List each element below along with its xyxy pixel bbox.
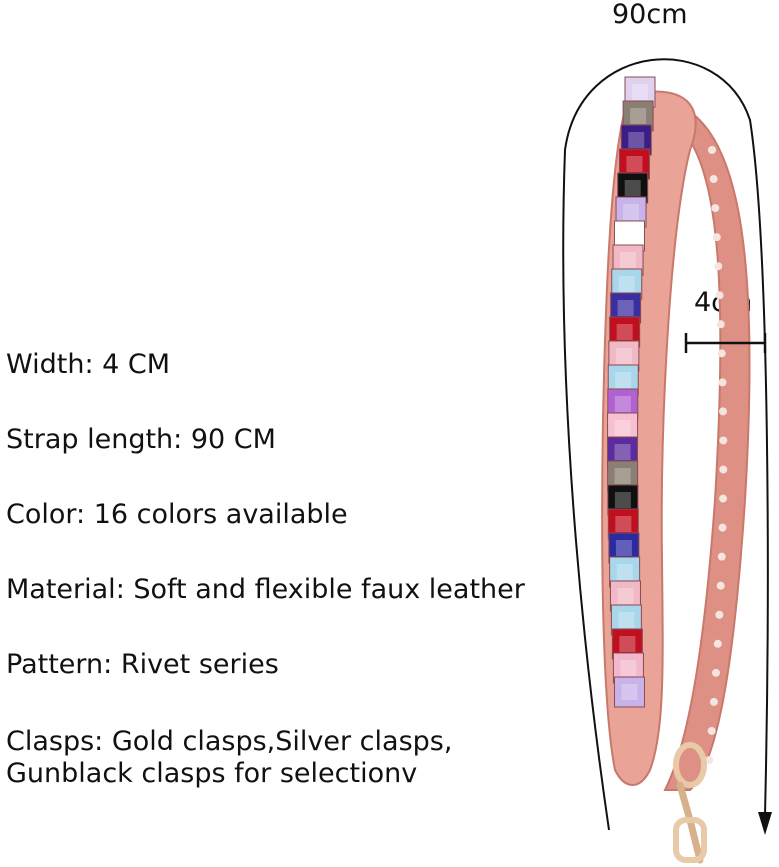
rivet-facet [618, 612, 635, 628]
strap-hole [715, 610, 724, 619]
rivet-facet [618, 276, 635, 292]
rivet-facet [614, 396, 631, 412]
strap-hole [719, 494, 728, 503]
strap-hole [711, 204, 720, 213]
rivet-facet [616, 324, 633, 340]
rivet-facet [623, 204, 640, 220]
rivet-facet [616, 564, 633, 580]
strap-hole [713, 639, 722, 648]
rivet-facet [630, 108, 647, 124]
strap-hole [708, 146, 716, 154]
rivet [614, 676, 646, 708]
rivet-row [606, 76, 656, 708]
rivet-facet [614, 492, 631, 508]
rivet-facet [615, 348, 632, 364]
strap-hole [714, 262, 723, 271]
rivet-facet [620, 660, 637, 676]
rivet-facet [620, 252, 637, 268]
spec-clasps-line1: Clasps: Gold clasps,Silver clasps, [6, 726, 453, 757]
rivet-facet [614, 444, 631, 460]
rivet-facet [624, 180, 641, 196]
strap-hole [709, 697, 718, 706]
rivet-facet [621, 684, 638, 700]
strap-hole [711, 668, 720, 677]
spec-color: Color: 16 colors available [6, 499, 348, 530]
strap-hole [709, 175, 718, 184]
strap-hole [716, 320, 725, 329]
spec-width: Width: 4 CM [6, 349, 171, 380]
strap-hole [719, 436, 728, 445]
strap-holes [705, 146, 728, 764]
strap-hole [717, 349, 726, 358]
spec-pattern: Pattern: Rivet series [6, 649, 279, 680]
spec-clasps-line2: Gunblack clasps for selectionv [6, 758, 418, 789]
rivet-facet [614, 468, 631, 484]
strap-hole [715, 291, 724, 300]
rivet-facet [632, 84, 648, 100]
rivet-facet [615, 516, 632, 532]
spec-strap-length: Strap length: 90 CM [6, 424, 276, 455]
spec-material: Material: Soft and flexible faux leather [6, 574, 525, 605]
clasp-hardware [673, 742, 707, 864]
rivet-facet [614, 420, 631, 436]
strap-back [658, 98, 751, 791]
strap-hole [712, 233, 721, 242]
rivet-facet [617, 300, 634, 316]
strap-hole [718, 378, 727, 387]
rivet-facet [615, 372, 632, 388]
length-arrow-head-icon [758, 812, 772, 835]
rivet-facet [615, 540, 632, 556]
strap-hole [719, 465, 728, 474]
strap-hole [718, 523, 727, 532]
length-dimension-label: 90cm [612, 0, 688, 30]
rivet-facet [626, 156, 643, 172]
rivet-facet [619, 636, 636, 652]
rivet-facet [617, 588, 634, 604]
strap-hole [707, 726, 716, 735]
rivet-facet [628, 132, 645, 148]
strap-hole [716, 581, 725, 590]
width-dimension-bar [684, 333, 767, 353]
strap-hole [705, 756, 714, 764]
length-dimension-line [562, 58, 769, 831]
rivet-facet [621, 228, 638, 244]
strap-hole [719, 407, 728, 416]
strap-hole [717, 552, 726, 561]
